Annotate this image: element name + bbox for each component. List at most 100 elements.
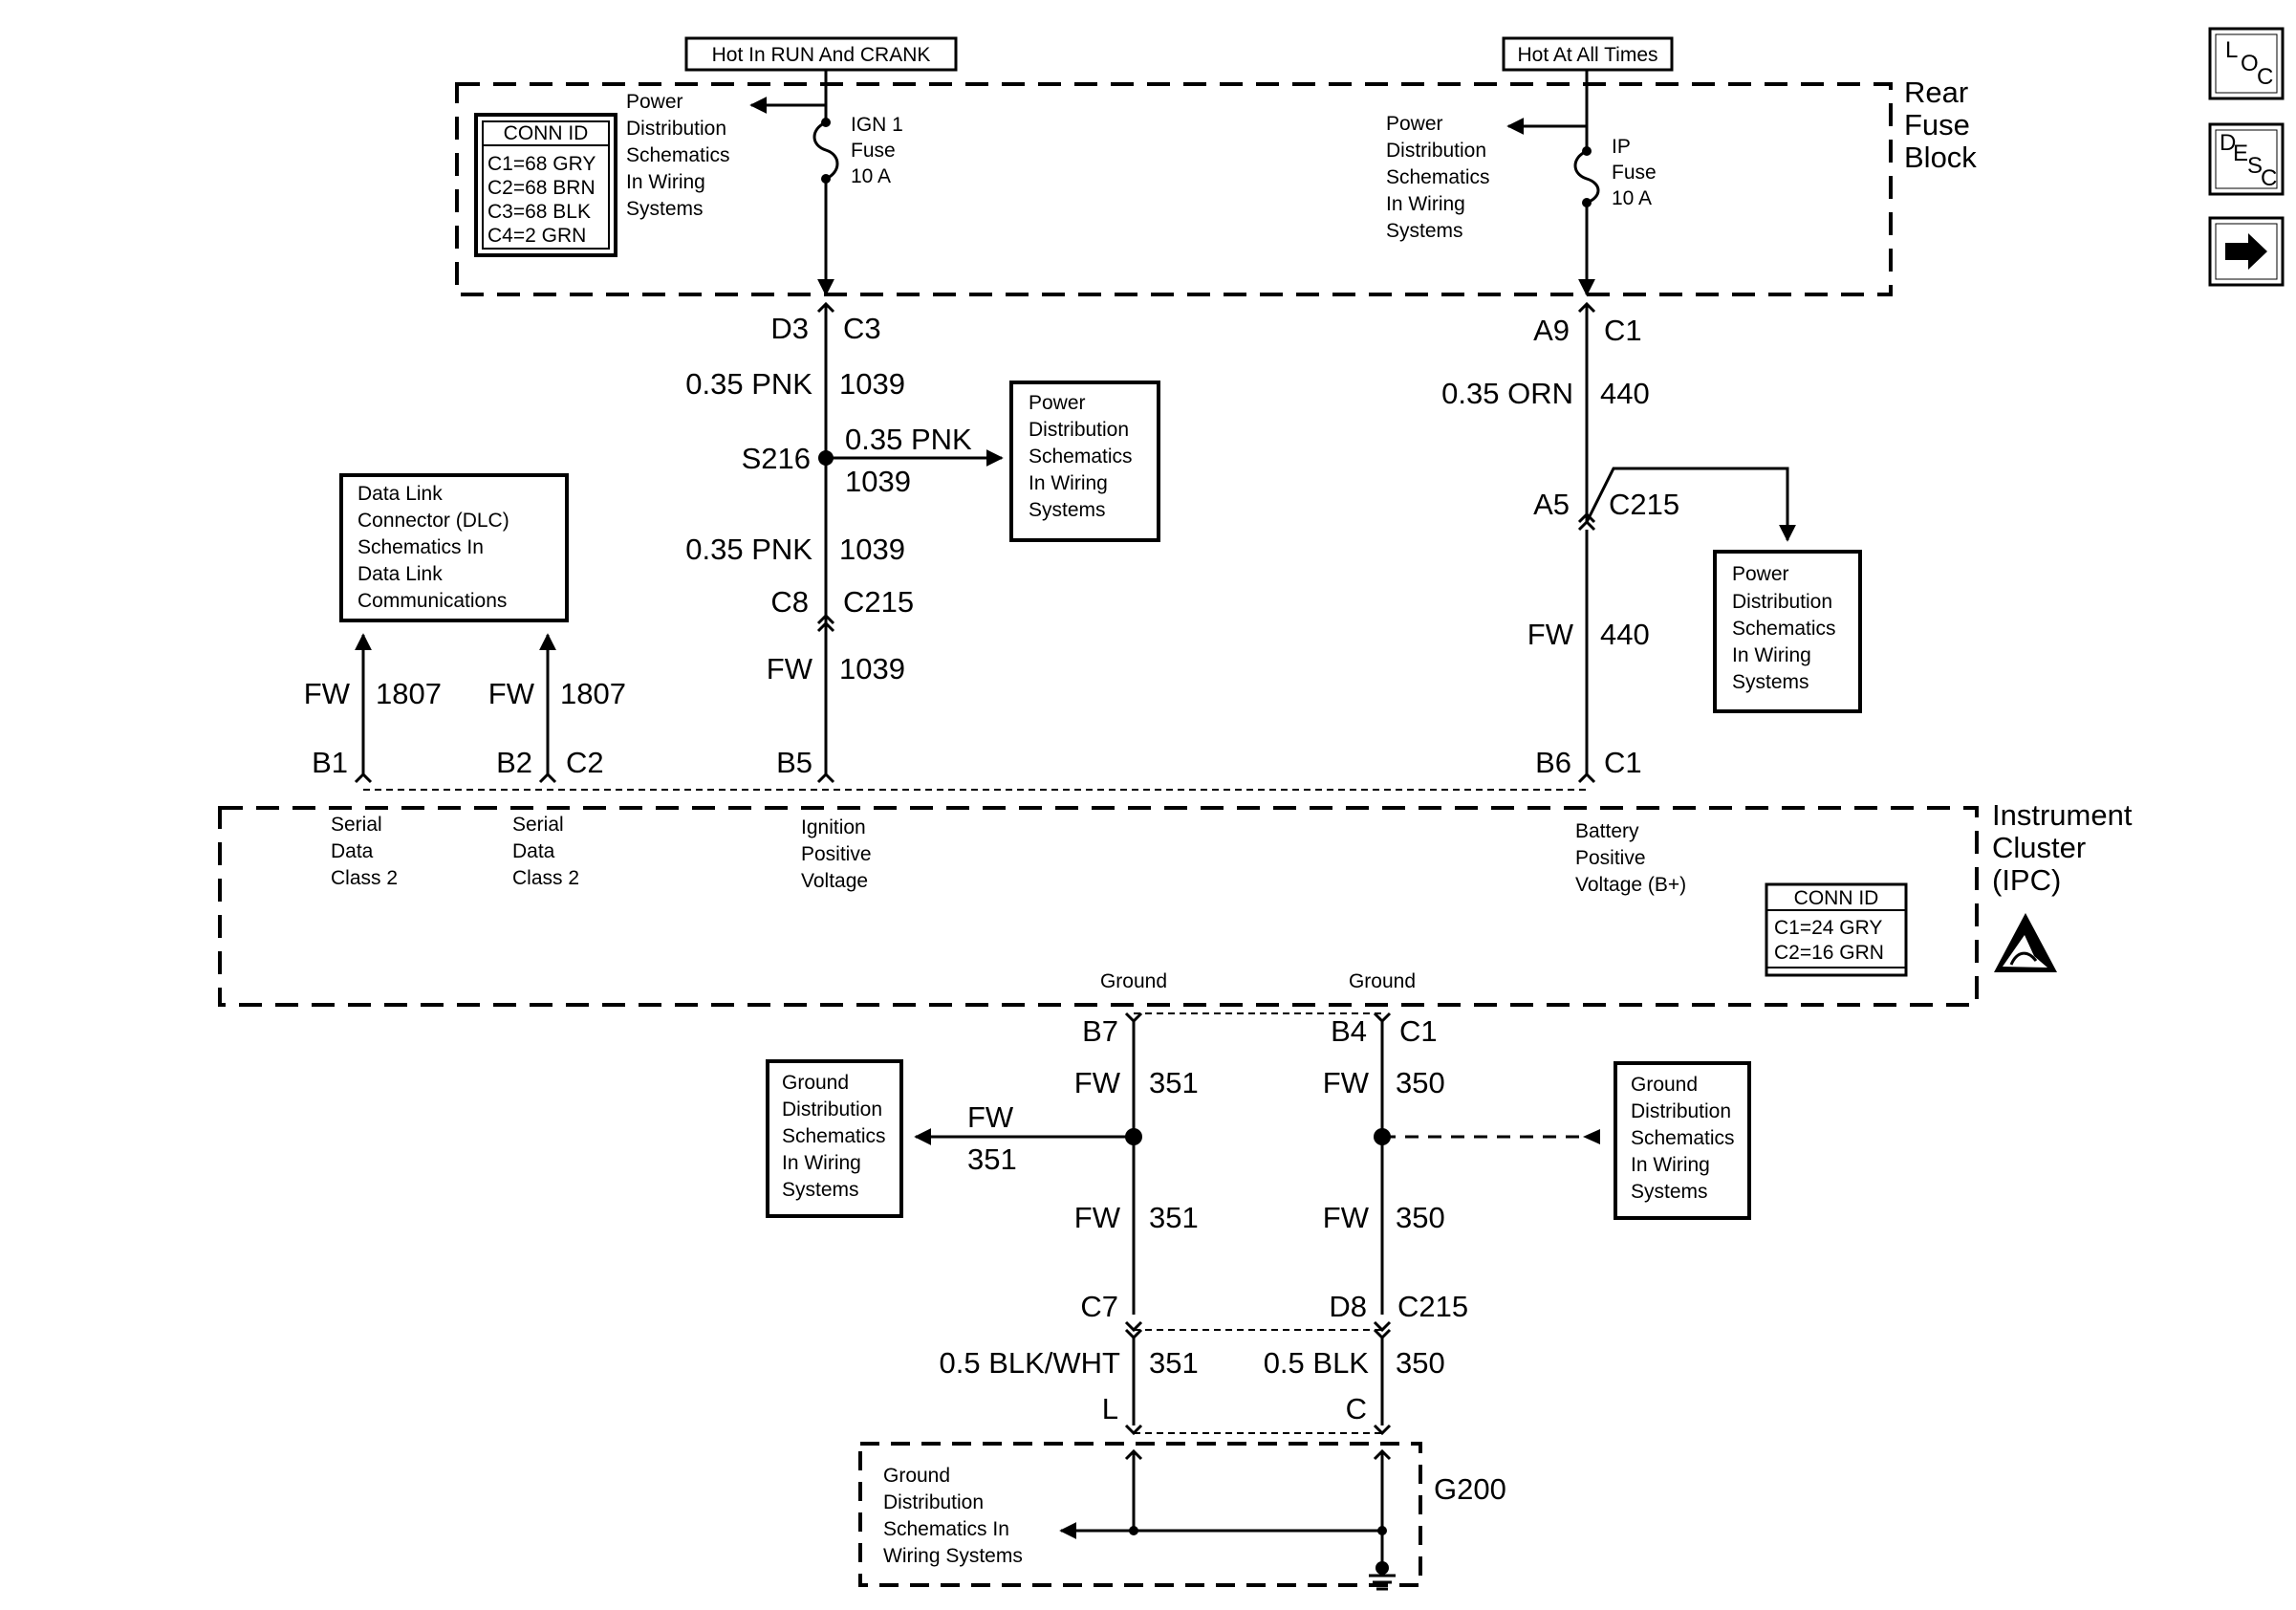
svg-text:S: S	[2247, 153, 2263, 179]
svg-text:Ground: Ground	[1631, 1074, 1698, 1096]
wire-color-label: 0.5 BLK	[1264, 1346, 1370, 1380]
splice-s216-label: S216	[742, 442, 811, 475]
svg-text:Battery: Battery	[1575, 820, 1639, 842]
pin-b1: B1	[312, 746, 348, 779]
svg-text:Class 2: Class 2	[512, 867, 579, 889]
svg-text:Wiring Systems: Wiring Systems	[883, 1545, 1023, 1567]
branch-wire-color: FW	[967, 1100, 1014, 1134]
svg-text:Class 2: Class 2	[331, 867, 398, 889]
connector-c215-symbol	[1373, 1320, 1392, 1333]
wire-color-label: FW	[1527, 618, 1574, 651]
wire-color-label: FW	[1323, 1066, 1370, 1099]
svg-text:Fuse: Fuse	[1904, 108, 1970, 141]
connector-c1-label: C1	[1604, 746, 1642, 779]
pin-b2: B2	[496, 746, 532, 779]
circuit-number-label: 350	[1396, 1346, 1445, 1380]
g200-connector-symbol	[1124, 1424, 1143, 1436]
pin-b6: B6	[1535, 746, 1571, 779]
pin-a5: A5	[1533, 488, 1570, 521]
svg-text:Systems: Systems	[782, 1179, 859, 1201]
arrow-right-icon	[2225, 233, 2267, 270]
hot-in-run-and-crank-label: Hot In RUN And CRANK	[684, 36, 958, 72]
svg-text:Schematics: Schematics	[1386, 166, 1490, 188]
wire-color-label: 0.35 PNK	[685, 533, 812, 566]
branch-wire-color: 0.35 PNK	[845, 423, 972, 456]
svg-text:Schematics: Schematics	[1029, 446, 1133, 468]
svg-text:Positive: Positive	[1575, 847, 1646, 869]
pin-c8: C8	[770, 585, 809, 619]
g200-border	[858, 1442, 1422, 1587]
svg-text:C2=16 GRN: C2=16 GRN	[1774, 942, 1884, 964]
svg-text:CONN ID: CONN ID	[504, 122, 589, 144]
svg-text:Data Link: Data Link	[357, 563, 443, 585]
svg-text:Data: Data	[331, 840, 374, 862]
wire-color-label: FW	[1074, 1066, 1121, 1099]
connector-c3-symbol	[816, 301, 835, 314]
wire-color-label: 0.35 ORN	[1441, 377, 1573, 410]
circuit-number-label: 1039	[839, 652, 905, 685]
connector-c215-label: C215	[1397, 1290, 1468, 1323]
branch-circuit-number: 351	[967, 1142, 1017, 1176]
power-distribution-ref-c215: Power Distribution Schematics In Wiring …	[1713, 550, 1862, 713]
svg-text:In Wiring: In Wiring	[626, 171, 705, 193]
svg-text:Distribution: Distribution	[883, 1491, 984, 1513]
power-distribution-ref-left: Power Distribution Schematics In Wiring …	[626, 91, 826, 220]
svg-text:Schematics: Schematics	[782, 1125, 886, 1147]
power-distribution-ref-right: Power Distribution Schematics In Wiring …	[1386, 113, 1587, 242]
pin-c7: C7	[1080, 1290, 1118, 1323]
svg-text:Schematics: Schematics	[1631, 1127, 1735, 1149]
svg-text:In Wiring: In Wiring	[1732, 644, 1811, 666]
connector-c2-label: C2	[566, 746, 604, 779]
pin-l: L	[1102, 1392, 1118, 1425]
circuit-number-label: 1039	[839, 367, 905, 401]
svg-text:Power: Power	[1732, 563, 1789, 585]
location-view-button[interactable]: L O C	[2208, 27, 2285, 100]
circuit-number-label: 350	[1396, 1201, 1445, 1234]
svg-text:Connector (DLC): Connector (DLC)	[357, 510, 509, 532]
svg-text:Serial: Serial	[512, 814, 564, 836]
rear-fuse-block-conn-id-table: CONN ID C1=68 GRY C2=68 BRN C3=68 BLK C4…	[474, 113, 617, 257]
svg-text:Distribution: Distribution	[782, 1099, 882, 1120]
svg-text:Data Link: Data Link	[357, 483, 443, 505]
circuit-number-label: 440	[1600, 377, 1650, 410]
connector-c215-label: C215	[843, 585, 914, 619]
pin-d8: D8	[1329, 1290, 1367, 1323]
ipc-connector-symbol	[1373, 1012, 1392, 1024]
ipc-connector-symbol	[1577, 772, 1596, 784]
ipc-connector-symbol	[538, 772, 557, 784]
wire-color-label: FW	[304, 677, 351, 710]
pin-b4: B4	[1331, 1014, 1367, 1048]
svg-text:Distribution: Distribution	[1029, 419, 1129, 441]
pin-a9: A9	[1533, 314, 1570, 347]
svg-text:In Wiring: In Wiring	[1029, 472, 1108, 494]
description-view-button[interactable]: D E S C	[2208, 122, 2285, 196]
circuit-number-label: 440	[1600, 618, 1650, 651]
svg-text:Schematics: Schematics	[626, 144, 730, 166]
svg-text:IP: IP	[1612, 136, 1631, 158]
circuit-number-label: 350	[1396, 1066, 1445, 1099]
circuit-number-label: 1807	[560, 677, 626, 710]
dlc-reference-box: Data Link Connector (DLC) Schematics In …	[339, 473, 569, 622]
rear-fuse-block-title: Rear Fuse Block	[1904, 76, 1977, 174]
ipc-connector-symbol	[816, 772, 835, 784]
svg-text:Power: Power	[626, 91, 683, 113]
svg-text:Voltage (B+): Voltage (B+)	[1575, 874, 1686, 896]
svg-text:Systems: Systems	[1386, 220, 1463, 242]
serial-data-circuit-1: FW 1807 B1	[304, 633, 442, 784]
svg-text:C1=68 GRY: C1=68 GRY	[487, 153, 596, 175]
ipc-battery-voltage-label: Battery Positive Voltage (B+)	[1575, 820, 1686, 896]
ip-fuse: IP Fuse 10 A	[1573, 70, 1657, 296]
ground-distribution-ref-left: Ground Distribution Schematics In Wiring…	[766, 1059, 903, 1218]
svg-text:Systems: Systems	[626, 198, 704, 220]
svg-text:Voltage: Voltage	[801, 870, 868, 892]
svg-text:(IPC): (IPC)	[1992, 863, 2061, 897]
power-distribution-ref-splice: Power Distribution Schematics In Wiring …	[1009, 381, 1160, 542]
svg-text:Power: Power	[1029, 392, 1086, 414]
wire-color-label: FW	[767, 652, 813, 685]
next-page-button[interactable]	[2208, 216, 2285, 287]
svg-text:Rear: Rear	[1904, 76, 1968, 109]
connector-c215-label: C215	[1609, 488, 1679, 521]
ipc-ground-label-1: Ground	[1100, 970, 1167, 992]
svg-text:Hot In RUN And CRANK: Hot In RUN And CRANK	[712, 44, 931, 66]
pin-d3: D3	[770, 312, 809, 345]
